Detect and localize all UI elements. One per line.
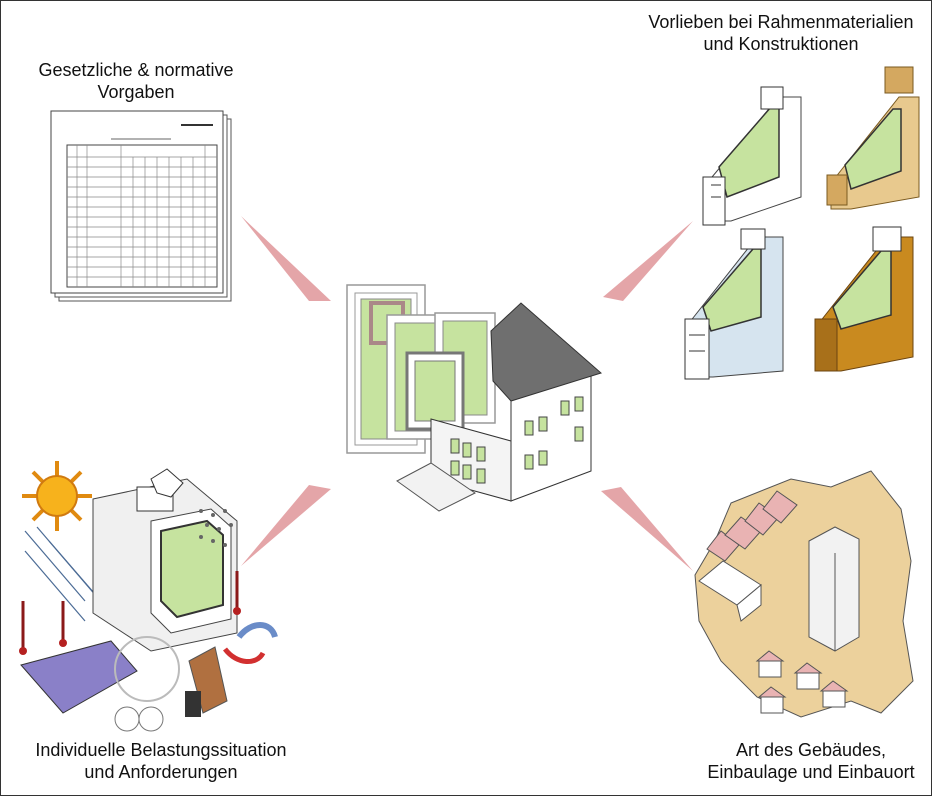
label-load-situation: Individuelle Belastungssituation und Anf… bbox=[21, 739, 301, 783]
load-situation-icon bbox=[19, 461, 278, 732]
label-line: und Anforderungen bbox=[84, 762, 238, 782]
label-line: Individuelle Belastungssituation bbox=[35, 740, 287, 760]
label-line: Einbaulage und Einbauort bbox=[707, 762, 915, 782]
germany-map-icon bbox=[694, 470, 914, 718]
alu-frame-section bbox=[684, 228, 784, 380]
wood-frame-section bbox=[826, 66, 920, 210]
house-icon bbox=[346, 284, 603, 512]
label-frame-materials: Vorlieben bei Rahmenmaterialien und Kons… bbox=[641, 11, 921, 55]
connectors bbox=[241, 216, 693, 571]
label-line: Gesetzliche & normative bbox=[38, 60, 234, 80]
label-legal-requirements: Gesetzliche & normative Vorgaben bbox=[21, 59, 251, 103]
frame-materials-icon bbox=[684, 66, 920, 380]
connector-bottom-left bbox=[241, 485, 331, 566]
connector-bottom-right bbox=[601, 487, 693, 571]
norm-document-icon bbox=[50, 110, 232, 302]
label-line: und Konstruktionen bbox=[703, 34, 859, 54]
label-building-type: Art des Gebäudes, Einbaulage und Einbauo… bbox=[701, 739, 921, 783]
label-line: Vorlieben bei Rahmenmaterialien bbox=[648, 12, 914, 32]
label-line: Art des Gebäudes, bbox=[735, 740, 887, 760]
pvc-frame-section bbox=[702, 86, 802, 226]
sun-icon bbox=[22, 461, 92, 531]
connector-top-right bbox=[603, 221, 693, 301]
connector-top-left bbox=[241, 216, 331, 301]
wood-alu-frame-section bbox=[814, 226, 914, 372]
label-line: Vorgaben bbox=[97, 82, 175, 102]
